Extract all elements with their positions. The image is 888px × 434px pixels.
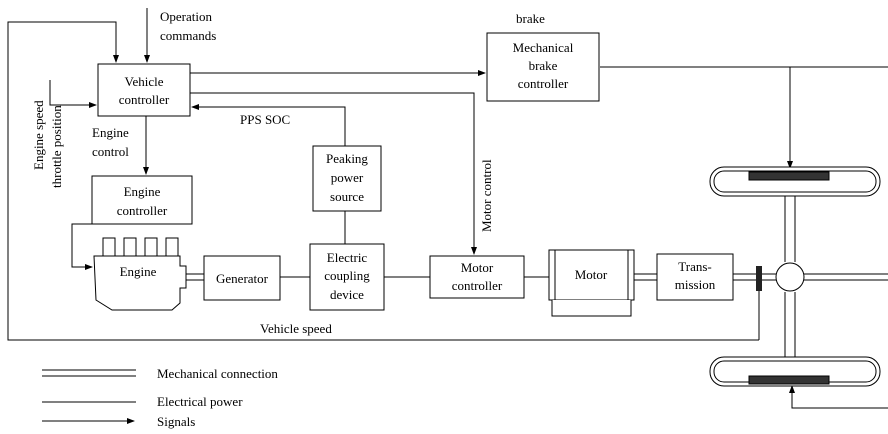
- mechanical-brake-label-3: controller: [518, 76, 569, 91]
- engine-control-label-1: Engine: [92, 125, 129, 140]
- mech-motor-transmission: [634, 273, 657, 281]
- engine-speed-label: Engine speed: [31, 100, 46, 170]
- vehicle-speed-signal: [7, 21, 759, 341]
- vehicle-controller-label-1: Vehicle: [125, 74, 164, 89]
- engine-speed-feedback: [49, 80, 97, 108]
- mechanical-brake-label-1: Mechanical: [513, 40, 574, 55]
- peaking-label-2: power: [331, 170, 364, 185]
- throttle-position-label: throttle position: [49, 105, 64, 188]
- brake-line-rear: [789, 385, 888, 409]
- engine-control-label-2: control: [92, 144, 129, 159]
- brake-label: brake: [516, 11, 545, 26]
- generator-box: [203, 255, 281, 301]
- motor-controller-label-2: controller: [452, 278, 503, 293]
- differential: [775, 262, 805, 292]
- front-wheel: [709, 166, 881, 197]
- vehicle-controller-label-2: controller: [119, 92, 170, 107]
- vehicle-controller-box: [97, 63, 191, 117]
- engine-shape: [93, 237, 187, 311]
- mech-transmission-diff: [733, 273, 776, 281]
- peaking-label-3: source: [330, 189, 364, 204]
- coupling-label-2: coupling: [324, 268, 370, 283]
- vehicle-speed-label: Vehicle speed: [260, 321, 332, 336]
- rear-wheel: [709, 356, 881, 387]
- motor-controller-box: [429, 255, 525, 299]
- motor-control-signal: [190, 92, 477, 255]
- legend-electrical-label: Electrical power: [157, 394, 243, 409]
- coupling-label-1: Electric: [327, 250, 368, 265]
- mechanical-brake-controller-box: [486, 32, 600, 102]
- motor-controller-label-1: Motor: [461, 260, 494, 275]
- motor-shape: [548, 249, 635, 317]
- engine-label: Engine: [120, 264, 157, 279]
- generator-label: Generator: [216, 271, 269, 286]
- legend-mechanical-label: Mechanical connection: [157, 366, 278, 381]
- transmission-label-1: Trans-: [678, 259, 711, 274]
- legend-mechanical-line: [42, 369, 136, 377]
- peaking-power-source-box: [312, 145, 382, 212]
- motor-control-label: Motor control: [479, 159, 494, 232]
- mech-axle-right: [804, 273, 888, 281]
- engine-controller-to-engine: [71, 223, 93, 270]
- engine-controller-box: [91, 175, 193, 225]
- motor-label: Motor: [575, 267, 608, 282]
- pps-soc-signal: [191, 104, 346, 146]
- peaking-label-1: Peaking: [326, 151, 368, 166]
- coupling-label-3: device: [330, 287, 364, 302]
- legend-signals-label: Signals: [157, 414, 195, 429]
- engine-controller-label-1: Engine: [124, 184, 161, 199]
- speed-sensor: [756, 266, 762, 291]
- mechanical-brake-label-2: brake: [529, 58, 558, 73]
- electric-coupling-device-box: [309, 243, 385, 311]
- operation-commands-label-2: commands: [160, 28, 216, 43]
- operation-commands-label-1: Operation: [160, 9, 212, 24]
- mech-engine-generator: [186, 273, 204, 281]
- engine-controller-label-2: controller: [117, 203, 168, 218]
- transmission-box: [656, 253, 734, 301]
- transmission-label-2: mission: [675, 277, 716, 292]
- mech-axle-vertical: [784, 196, 796, 358]
- pps-soc-label: PPS SOC: [240, 112, 290, 127]
